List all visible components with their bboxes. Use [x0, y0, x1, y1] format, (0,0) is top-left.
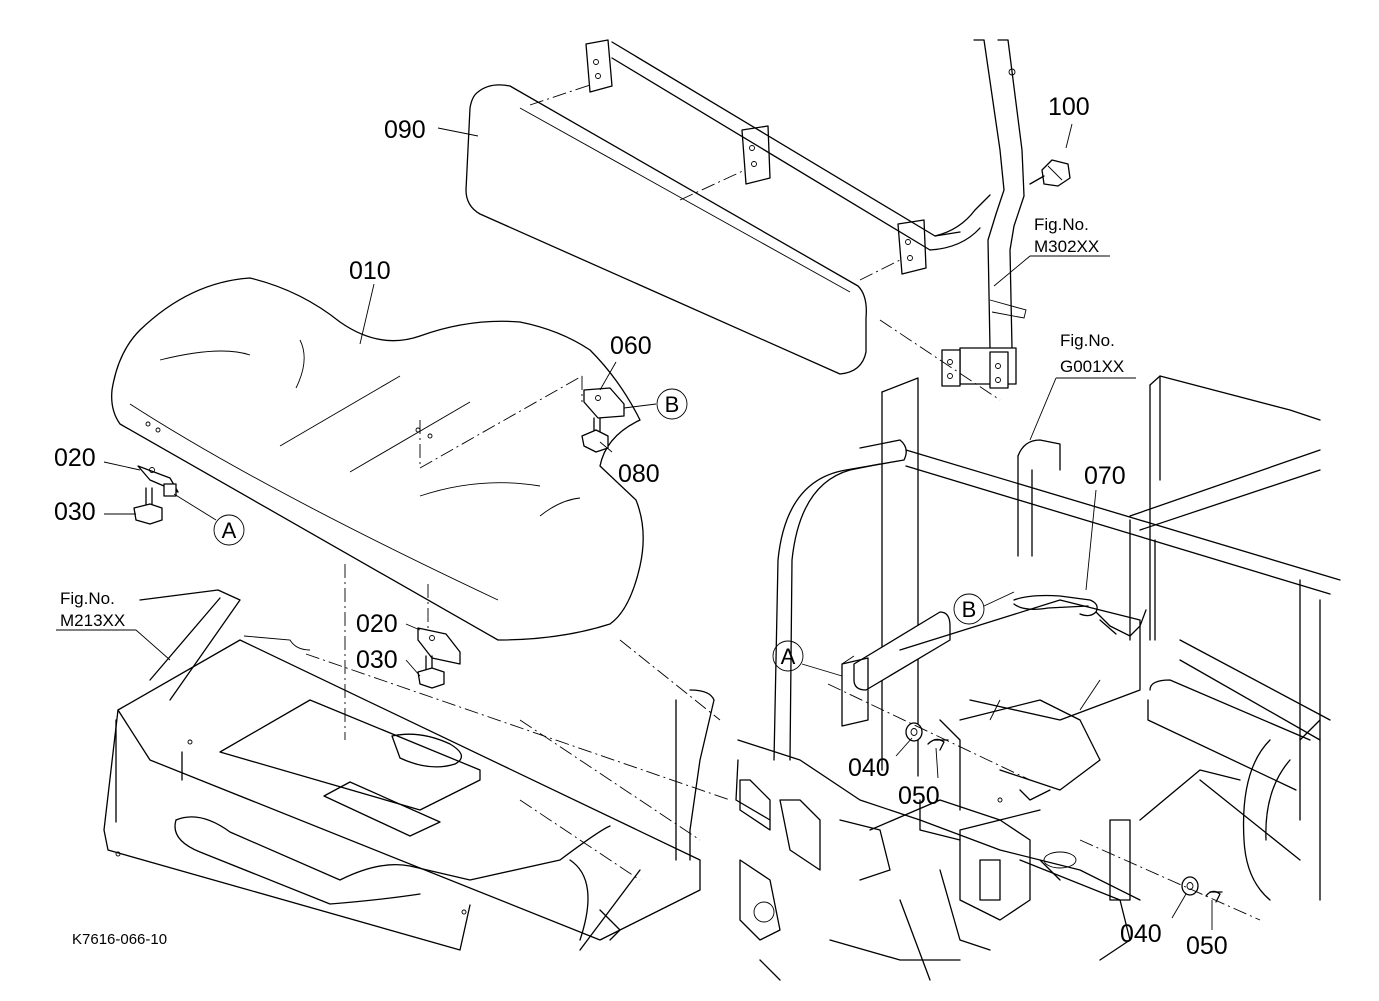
label-050-upper: 050 — [898, 782, 940, 810]
washer-040-upper-icon — [905, 722, 923, 742]
marker-a-right: A — [781, 644, 796, 669]
label-090: 090 — [384, 116, 426, 144]
label-080: 080 — [618, 460, 660, 488]
wire-harness-070 — [1013, 594, 1147, 637]
label-060: 060 — [610, 332, 652, 360]
ref-m302-code: M302XX — [1034, 237, 1099, 256]
ref-m213-code: M213XX — [60, 611, 125, 630]
marker-a-left-circle — [213, 514, 245, 546]
bolt-100-icon — [1029, 159, 1071, 187]
marker-a-left: A — [222, 518, 237, 543]
marker-b-left-circle — [656, 388, 688, 420]
label-100: 100 — [1048, 93, 1090, 121]
marker-b-right: B — [962, 597, 977, 622]
seat-support-bar — [841, 611, 951, 727]
seat-base-frame — [103, 589, 715, 951]
pin-050-upper-icon — [927, 738, 949, 751]
marker-b-left: B — [665, 392, 680, 417]
ref-m302-label: Fig.No. — [1034, 215, 1089, 234]
label-070: 070 — [1084, 462, 1126, 490]
label-010: 010 — [349, 257, 391, 285]
ref-g001-code: G001XX — [1060, 357, 1124, 376]
bracket-060 — [583, 387, 625, 419]
bolt-030-left-icon — [133, 487, 163, 525]
roll-bar-post — [929, 39, 1027, 389]
marker-b-right-circle — [953, 593, 985, 625]
ref-m213-label: Fig.No. — [60, 589, 115, 608]
backrest-cushion — [465, 84, 911, 375]
label-020-right: 020 — [356, 610, 398, 638]
label-020-left: 020 — [54, 444, 96, 472]
backrest-bracket-right — [897, 219, 927, 275]
drawing-code: K7616-066-10 — [72, 931, 167, 948]
bracket-020-right — [417, 627, 461, 665]
pin-050-lower-icon — [1205, 890, 1223, 903]
label-050-lower: 050 — [1186, 932, 1228, 960]
frame-panel — [899, 599, 1141, 811]
ref-g001-label: Fig.No. — [1060, 331, 1115, 350]
frame-floor — [735, 739, 1241, 981]
marker-a-right-circle — [772, 640, 804, 672]
label-030-left: 030 — [54, 498, 96, 526]
bracket-020-left — [137, 465, 179, 497]
bolt-030-right-icon — [417, 655, 445, 689]
rops-frame — [773, 375, 1341, 901]
label-030-right: 030 — [356, 646, 398, 674]
label-040-upper: 040 — [848, 754, 890, 782]
bolt-080-icon — [581, 417, 609, 453]
seat-cushion — [111, 277, 644, 641]
label-040-lower: 040 — [1120, 920, 1162, 948]
backrest-bracket-left — [585, 39, 613, 93]
